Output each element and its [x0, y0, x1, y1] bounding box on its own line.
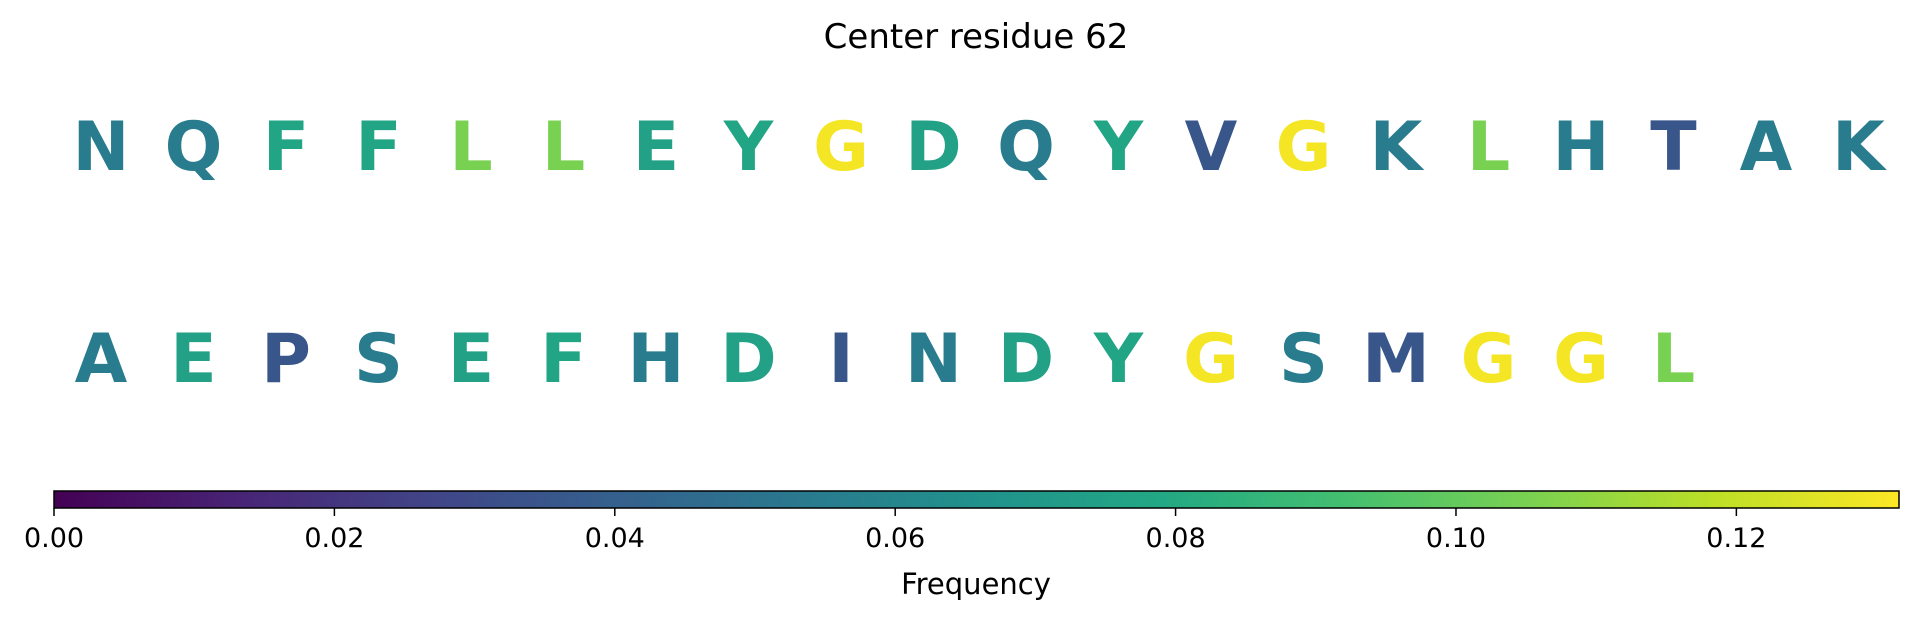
colorbar-tick-label: 0.12 — [1706, 523, 1766, 554]
residue-letter: D — [998, 320, 1054, 399]
residue-letter: V — [1185, 108, 1238, 187]
residue-letter: L — [1467, 108, 1510, 187]
residue-letter: N — [73, 108, 130, 187]
residue-letter: D — [720, 320, 776, 399]
colorbar-tick-label: 0.08 — [1146, 523, 1206, 554]
residue-letter: G — [1183, 320, 1239, 399]
residue-letter: G — [1553, 320, 1609, 399]
residue-letter: L — [1652, 320, 1695, 399]
residue-letter: H — [628, 320, 685, 399]
colorbar-tick-label: 0.10 — [1426, 523, 1486, 554]
residue-letter: L — [449, 108, 492, 187]
residue-letter: F — [540, 320, 586, 399]
residue-letter: Y — [1093, 320, 1144, 399]
residue-letter: Y — [723, 108, 774, 187]
residue-letter: S — [354, 320, 403, 399]
residue-letter: K — [1832, 108, 1887, 187]
colorbar-tick-label: 0.04 — [585, 523, 645, 554]
residue-letter: Q — [165, 108, 223, 187]
residue-letter: G — [813, 108, 869, 187]
residue-letter: A — [1740, 108, 1793, 187]
residue-letter: Q — [997, 108, 1055, 187]
residue-letter: A — [75, 320, 128, 399]
residue-letter: Y — [1093, 108, 1144, 187]
residue-letter: M — [1362, 320, 1430, 399]
residue-letter: S — [1279, 320, 1328, 399]
residue-letter: F — [355, 108, 401, 187]
residue-letter: E — [448, 320, 494, 399]
colorbar-tick-label: 0.06 — [865, 523, 925, 554]
residue-letter: F — [263, 108, 309, 187]
residue-letter: T — [1650, 108, 1697, 187]
residue-letter: G — [1276, 108, 1332, 187]
colorbar-tick-label: 0.02 — [304, 523, 364, 554]
colorbar-label: Frequency — [901, 567, 1051, 601]
residue-letter: H — [1553, 108, 1610, 187]
colorbar-ticks: 0.00 0.02 0.04 0.06 0.08 0.10 0.12 — [24, 508, 1766, 554]
residue-letter: L — [542, 108, 585, 187]
residue-letter: N — [905, 320, 962, 399]
residue-letter: K — [1370, 108, 1425, 187]
residue-letter: D — [905, 108, 961, 187]
colorbar-tick-label: 0.00 — [24, 523, 84, 554]
residue-letter: I — [828, 320, 853, 399]
residue-letter: G — [1461, 320, 1517, 399]
residue-letter: E — [170, 320, 216, 399]
residue-letter: P — [261, 320, 311, 399]
chart-title: Center residue 62 — [824, 17, 1129, 57]
residue-letter: E — [633, 108, 679, 187]
colorbar — [53, 490, 1900, 509]
